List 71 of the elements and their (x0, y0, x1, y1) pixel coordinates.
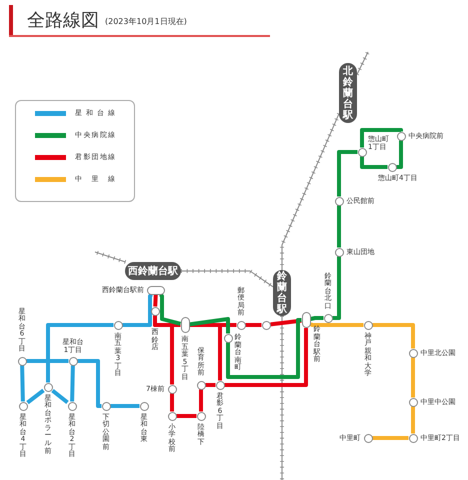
bus-route-line (170, 394, 174, 412)
bus-route-line (70, 365, 75, 402)
bus-stop-marker (364, 434, 372, 442)
bus-stop-marker (364, 320, 372, 330)
bus-route-line (332, 256, 341, 320)
bus-route-line (46, 323, 114, 382)
bus-stop-marker (216, 380, 224, 390)
bus-stop-marker (114, 320, 122, 330)
station-sign: 鈴蘭台駅 (273, 270, 291, 316)
bus-stop-marker (302, 312, 310, 328)
bus-route-line (337, 206, 341, 248)
bus-stop-marker (180, 317, 190, 333)
bus-stop-marker (408, 434, 418, 442)
bus-stop-marker (102, 402, 110, 410)
bus-route-line (309, 322, 364, 327)
bus-stop-marker (358, 148, 366, 156)
bus-route-line (396, 140, 403, 169)
bus-stop-marker (196, 412, 206, 420)
bus-stop-marker (224, 334, 232, 342)
bus-route-line (199, 390, 203, 412)
station-sign: 北鈴蘭台駅 (339, 63, 357, 123)
bus-route-line (411, 406, 415, 434)
bus-route-line (189, 317, 230, 334)
bus-stop-marker (334, 196, 344, 206)
bus-route-line (224, 328, 308, 387)
bus-route-line (360, 128, 403, 148)
railway-line (356, 52, 368, 75)
title: 全路線図 (27, 10, 99, 32)
bus-stop-marker (168, 412, 176, 420)
bus-route-line (159, 293, 181, 326)
bus-stop-marker (408, 348, 418, 358)
bus-route-line (26, 388, 45, 404)
bus-route-line (51, 389, 69, 404)
bus-stop-marker (334, 248, 344, 256)
bus-stop-marker (140, 402, 148, 410)
bus-route-line (20, 365, 25, 402)
bus-route-line (153, 294, 158, 307)
bus-stop-marker (408, 398, 418, 406)
bus-stop-marker (236, 320, 246, 330)
bus-stop-marker (388, 162, 396, 172)
bus-stop-marker (18, 356, 26, 366)
bus-route-line (372, 436, 408, 440)
bus-route-line (360, 156, 388, 169)
bus-route-line (176, 414, 196, 418)
bus-route-line (337, 150, 358, 196)
bus-route-line (270, 318, 302, 326)
bus-stop-marker (147, 286, 165, 294)
bus-route-line (122, 293, 153, 327)
bus-stop-marker (18, 402, 28, 410)
bus-stop-marker (68, 402, 76, 410)
railway-line (180, 270, 274, 288)
bus-route-line (206, 383, 216, 387)
railway-line (94, 252, 126, 262)
railway-line (282, 113, 340, 270)
bus-stop-marker (196, 380, 206, 390)
subtitle-date: (2023年10月1日現在) (105, 17, 187, 27)
bus-stop-marker (396, 132, 406, 140)
bus-stop-marker (44, 382, 52, 392)
bus-route-line (110, 404, 140, 408)
bus-route-line (411, 358, 415, 398)
bus-stop-marker (324, 314, 332, 322)
bus-route-line (226, 318, 302, 379)
bus-stop-marker (168, 384, 176, 394)
bus-stop-marker (68, 356, 78, 366)
bus-route-line (246, 323, 262, 327)
bus-stop-marker (262, 320, 270, 330)
bus-route-line (26, 359, 68, 363)
station-sign: 西鈴蘭台駅 (125, 262, 181, 280)
bus-route-line (310, 316, 324, 321)
bus-route-line (78, 359, 102, 408)
bus-route-line (372, 323, 415, 348)
